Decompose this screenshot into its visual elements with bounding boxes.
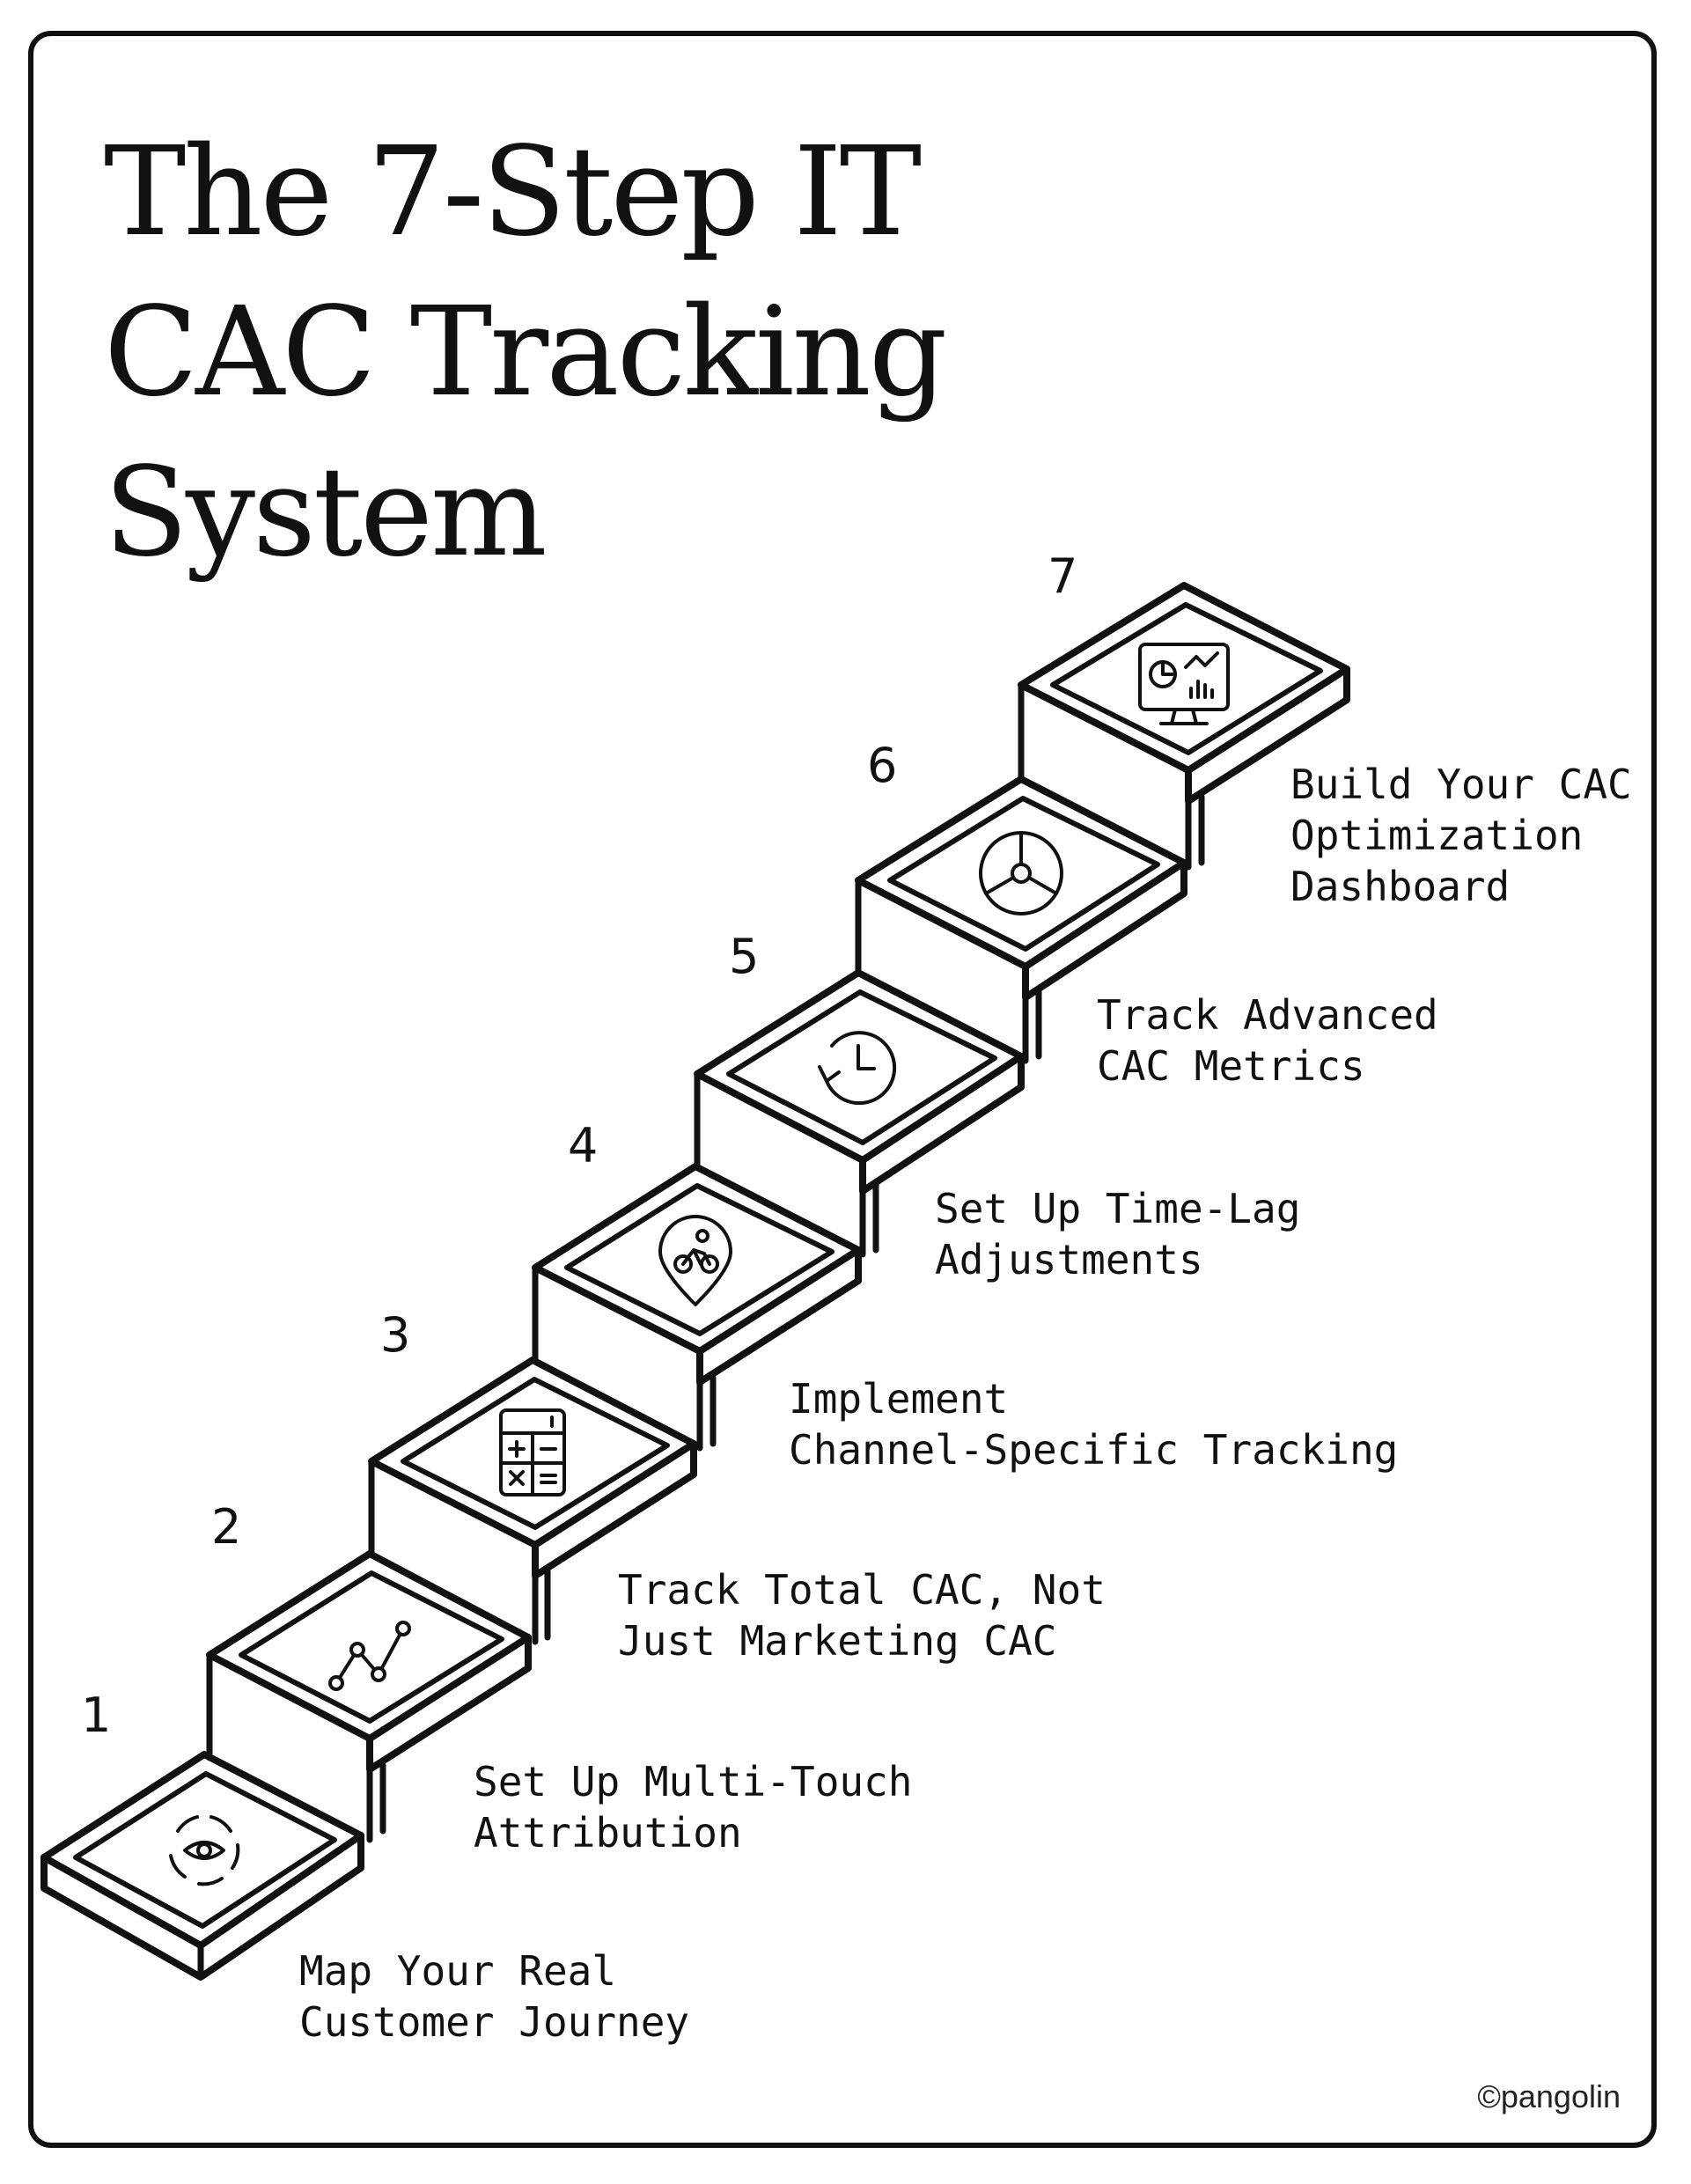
page-title: The 7-Step IT CAC Tracking System xyxy=(104,113,984,593)
copyright-credit: ©pangolin xyxy=(1477,2078,1621,2114)
step-3-label: Track Total CAC, Not Just Marketing CAC xyxy=(618,1564,1106,1666)
step-1-label-line-2: Customer Journey xyxy=(299,1998,690,2046)
calculator-icon xyxy=(499,1408,566,1496)
step-6-block xyxy=(855,776,1187,1064)
step-3-label-line-1: Track Total CAC, Not xyxy=(618,1566,1106,1614)
step-4-label-line-2: Channel-Specific Tracking xyxy=(789,1426,1399,1474)
line-graph-icon xyxy=(328,1621,411,1691)
step-4-label-line-1: Implement xyxy=(789,1375,1009,1423)
step-3-label-line-2: Just Marketing CAC xyxy=(618,1617,1057,1665)
step-6-label: Track Advanced CAC Metrics xyxy=(1097,989,1438,1092)
step-6-label-line-1: Track Advanced xyxy=(1097,991,1438,1039)
step-2-number: 2 xyxy=(211,1499,242,1555)
step-7-label-line-2: Optimization xyxy=(1290,812,1584,859)
eye-cycle-icon xyxy=(169,1815,240,1886)
clock-history-icon xyxy=(818,1031,897,1106)
step-4-number: 4 xyxy=(568,1118,599,1173)
step-7-label-line-1: Build Your CAC xyxy=(1290,761,1632,808)
title-line-2: CAC Tracking xyxy=(104,281,947,424)
step-5-label: Set Up Time-Lag Adjustments xyxy=(935,1183,1300,1285)
title-line-1: The 7-Step IT xyxy=(104,121,922,264)
step-2-block xyxy=(206,1550,532,1843)
step-5-number: 5 xyxy=(729,929,760,984)
step-7-number: 7 xyxy=(1048,548,1078,604)
step-2-label-line-2: Attribution xyxy=(474,1809,742,1857)
step-2-label-line-1: Set Up Multi-Touch xyxy=(474,1758,913,1805)
step-1-number: 1 xyxy=(81,1688,112,1743)
step-6-label-line-2: CAC Metrics xyxy=(1097,1042,1365,1090)
dashboard-monitor-icon xyxy=(1138,643,1230,725)
title-line-3: System xyxy=(104,441,548,585)
step-4-label: Implement Channel-Specific Tracking xyxy=(789,1373,1398,1475)
step-7-block xyxy=(1018,582,1350,871)
step-5-label-line-2: Adjustments xyxy=(935,1236,1203,1283)
step-1-block xyxy=(40,1751,364,1981)
step-1-label-line-1: Map Your Real xyxy=(299,1947,617,1995)
step-7-label-line-3: Dashboard xyxy=(1290,863,1511,910)
step-2-label: Set Up Multi-Touch Attribution xyxy=(474,1756,913,1858)
step-3-number: 3 xyxy=(380,1307,411,1363)
cyclist-pin-icon xyxy=(658,1215,732,1306)
step-1-label: Map Your Real Customer Journey xyxy=(299,1945,689,2048)
pie-chart-icon xyxy=(979,831,1063,916)
step-5-label-line-1: Set Up Time-Lag xyxy=(935,1185,1301,1232)
step-7-label: Build Your CAC Optimization Dashboard xyxy=(1290,759,1632,912)
step-6-number: 6 xyxy=(867,738,898,793)
